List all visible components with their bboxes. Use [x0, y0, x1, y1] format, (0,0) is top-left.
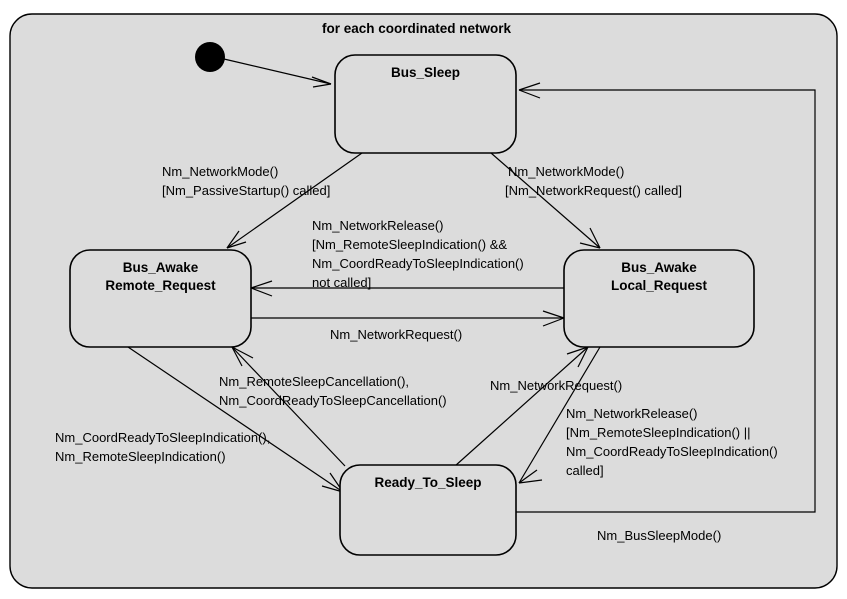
label-line: Nm_CoordReadyToSleepIndication(): [566, 444, 778, 459]
label-ready-to-sleep-to-remote-request: Nm_RemoteSleepCancellation(), Nm_CoordRe…: [219, 374, 447, 408]
label-line: Nm_RemoteSleepCancellation(),: [219, 374, 409, 389]
transition-ready-to-sleep-to-local-request: [454, 346, 589, 467]
state-ready-to-sleep-label: Ready_To_Sleep: [374, 475, 481, 490]
label-line: not called]: [312, 275, 371, 290]
label-line: Nm_BusSleepMode(): [597, 528, 721, 543]
state-bus-sleep-label: Bus_Sleep: [391, 65, 460, 80]
state-bus-awake-remote-request-label-line2: Remote_Request: [105, 278, 216, 293]
label-line: Nm_NetworkMode(): [162, 164, 278, 179]
state-bus-sleep[interactable]: Bus_Sleep: [334, 54, 517, 154]
state-bus-awake-local-request-label-line2: Local_Request: [611, 278, 708, 293]
label-remote-request-to-ready-to-sleep: Nm_CoordReadyToSleepIndication(), Nm_Rem…: [55, 430, 270, 464]
state-ready-to-sleep[interactable]: Ready_To_Sleep: [339, 464, 517, 556]
state-bus-awake-remote-request[interactable]: Bus_Awake Remote_Request: [69, 249, 252, 348]
label-line: Nm_NetworkMode(): [508, 164, 624, 179]
label-remote-request-to-local-request: Nm_NetworkRequest(): [330, 327, 462, 342]
label-line: Nm_CoordReadyToSleepIndication(),: [55, 430, 270, 445]
transition-ready-to-sleep-to-bus-sleep: [516, 82, 816, 513]
state-bus-awake-local-request-label-line1: Bus_Awake: [621, 260, 697, 275]
initial-pseudostate-icon: [195, 42, 225, 72]
label-bus-sleep-to-remote-request: Nm_NetworkMode() [Nm_PassiveStartup() ca…: [162, 164, 330, 198]
label-line: [Nm_PassiveStartup() called]: [162, 183, 330, 198]
label-line: Nm_CoordReadyToSleepIndication(): [312, 256, 524, 271]
label-line: [Nm_RemoteSleepIndication() ||: [566, 425, 751, 440]
label-ready-to-sleep-to-bus-sleep: Nm_BusSleepMode(): [597, 528, 721, 543]
label-ready-to-sleep-to-local-request: Nm_NetworkRequest(): [490, 378, 622, 393]
label-line: Nm_CoordReadyToSleepCancellation(): [219, 393, 447, 408]
label-line: called]: [566, 463, 604, 478]
coordinated-network-frame: [9, 13, 838, 589]
transition-remote-request-to-local-request: [251, 310, 565, 327]
state-bus-awake-remote-request-label-line1: Bus_Awake: [123, 260, 199, 275]
transition-init-to-bus-sleep: [223, 58, 332, 88]
transition-bus-sleep-to-remote-request: [226, 152, 363, 249]
frame-title: for each coordinated network: [322, 21, 512, 36]
label-line: Nm_RemoteSleepIndication(): [55, 449, 226, 464]
label-local-request-to-ready-to-sleep: Nm_NetworkRelease() [Nm_RemoteSleepIndic…: [566, 406, 778, 478]
transition-bus-sleep-to-local-request: [490, 152, 601, 249]
label-bus-sleep-to-local-request: Nm_NetworkMode() [Nm_NetworkRequest() ca…: [505, 164, 682, 198]
label-line: Nm_NetworkRequest(): [490, 378, 622, 393]
label-local-request-to-remote-request: Nm_NetworkRelease() [Nm_RemoteSleepIndic…: [312, 218, 524, 290]
label-line: Nm_NetworkRelease(): [312, 218, 443, 233]
label-line: Nm_NetworkRequest(): [330, 327, 462, 342]
label-line: Nm_NetworkRelease(): [566, 406, 697, 421]
label-line: [Nm_RemoteSleepIndication() &&: [312, 237, 507, 252]
state-bus-awake-local-request[interactable]: Bus_Awake Local_Request: [563, 249, 755, 348]
transition-local-request-to-remote-request: [250, 280, 564, 297]
transition-ready-to-sleep-to-remote-request: [231, 346, 346, 467]
label-line: [Nm_NetworkRequest() called]: [505, 183, 682, 198]
transition-local-request-to-ready-to-sleep: [518, 346, 601, 484]
